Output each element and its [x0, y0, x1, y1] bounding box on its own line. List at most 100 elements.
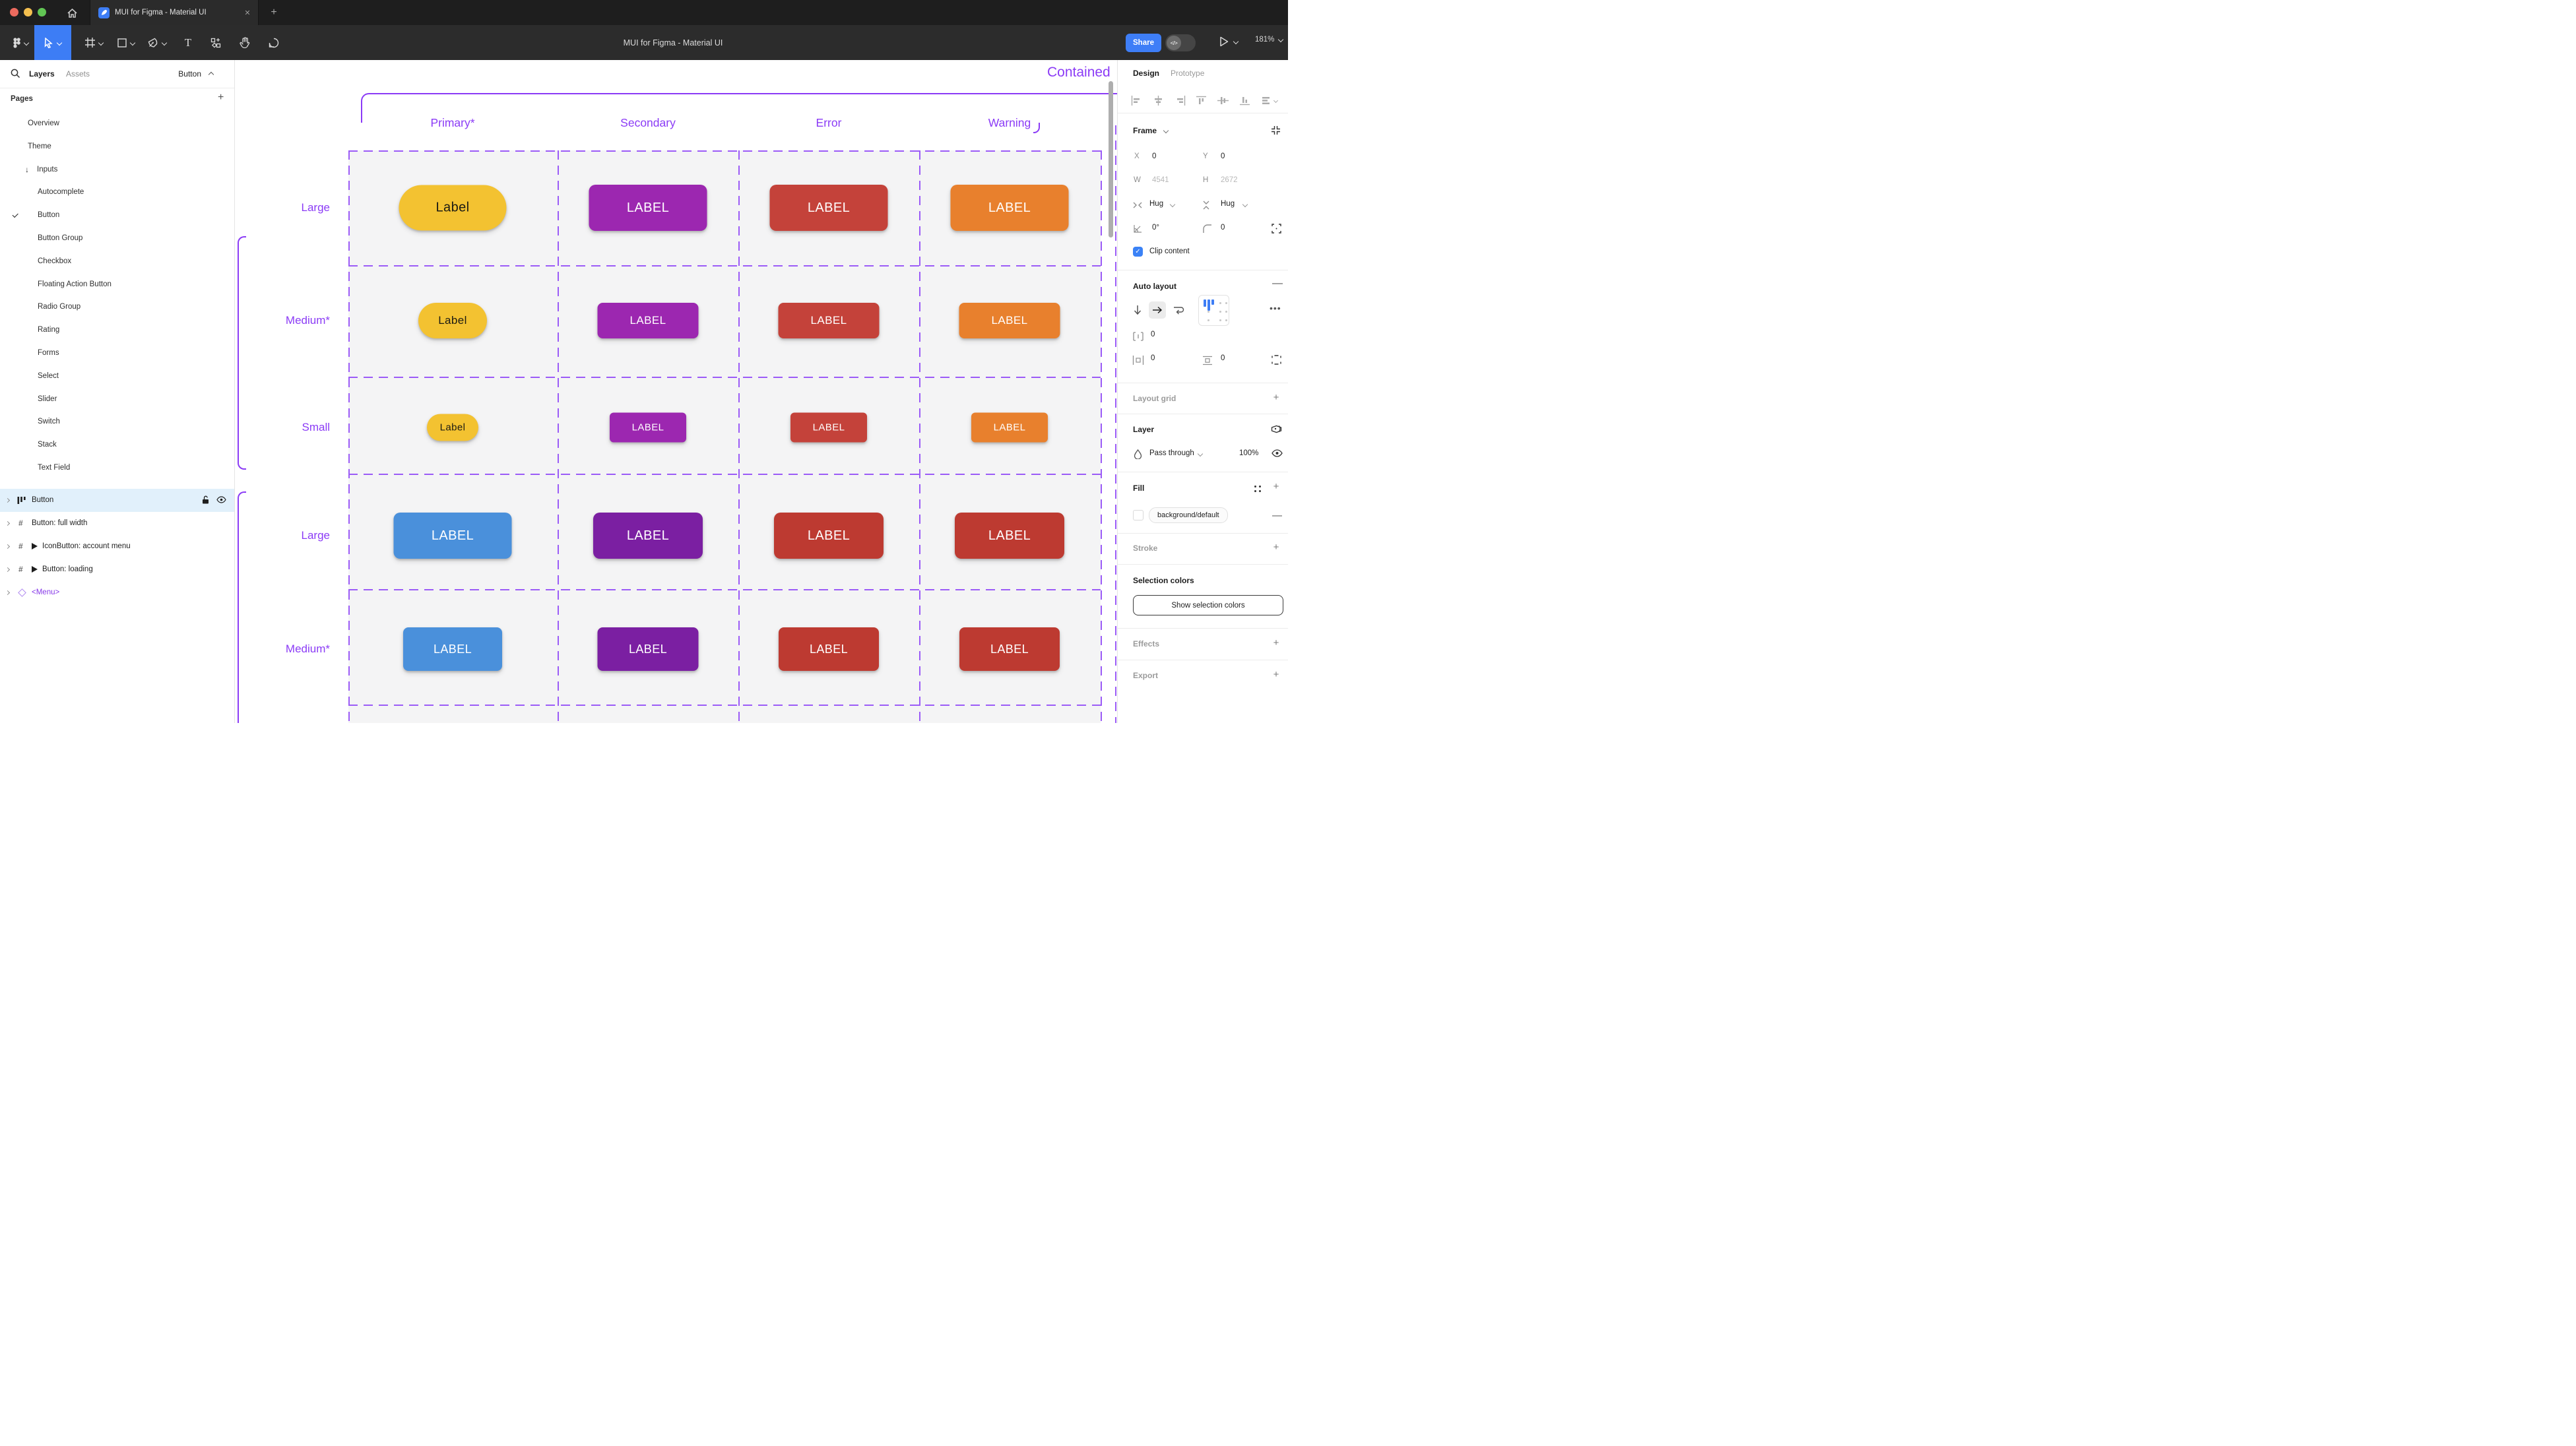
canvas-button-1-3[interactable]: LABEL	[959, 303, 1060, 338]
share-button[interactable]: Share	[1126, 34, 1161, 52]
tab-prototype[interactable]: Prototype	[1171, 69, 1205, 78]
canvas-button-1-0[interactable]: Label	[418, 303, 487, 338]
add-fill-button[interactable]: +	[1273, 481, 1279, 492]
sidebar-page-autocomplete[interactable]: Autocomplete	[0, 181, 234, 204]
main-menu-button[interactable]	[7, 25, 34, 60]
horizontal-sizing-value[interactable]: Hug	[1149, 200, 1164, 208]
hand-tool-button[interactable]	[235, 25, 255, 60]
layer-row-button-full-width[interactable]: #Button: full width	[0, 512, 234, 535]
x-value[interactable]: 0	[1152, 152, 1157, 160]
auto-layout-alignment-pad[interactable]	[1198, 295, 1229, 326]
vertical-padding-value[interactable]: 0	[1221, 354, 1225, 362]
vertical-sizing-value[interactable]: Hug	[1221, 200, 1235, 208]
align-horizontal-center-icon[interactable]	[1153, 95, 1164, 106]
comment-tool-button[interactable]	[264, 25, 284, 60]
canvas-button-0-0[interactable]: Label	[399, 185, 507, 231]
align-top-icon[interactable]	[1196, 96, 1207, 106]
styles-icon[interactable]	[1254, 485, 1262, 493]
unlock-icon[interactable]	[202, 495, 209, 504]
zoom-menu-button[interactable]: 181%	[1255, 36, 1284, 44]
text-tool-button[interactable]: T	[179, 25, 197, 60]
canvas-button-3-1[interactable]: LABEL	[593, 513, 703, 559]
wrap-icon[interactable]	[1173, 305, 1184, 315]
minimize-window-button[interactable]	[24, 8, 32, 16]
pen-tool-button[interactable]	[144, 25, 170, 60]
independent-padding-icon[interactable]	[1272, 355, 1281, 365]
sidebar-page-checkbox[interactable]: Checkbox	[0, 251, 234, 274]
dev-mode-toggle[interactable]: </>	[1165, 34, 1196, 51]
opacity-value[interactable]: 100%	[1239, 449, 1259, 457]
independent-corners-icon[interactable]	[1272, 224, 1281, 234]
canvas-button-3-0[interactable]: LABEL	[393, 513, 512, 559]
corner-radius-value[interactable]: 0	[1221, 224, 1225, 232]
canvas-vertical-scrollbar[interactable]	[1109, 81, 1113, 237]
file-tab[interactable]: MUI for Figma - Material UI ✕	[90, 0, 259, 25]
remove-fill-button[interactable]: —	[1272, 510, 1282, 521]
sidebar-page-slider[interactable]: Slider	[0, 389, 234, 412]
align-left-icon[interactable]	[1131, 95, 1142, 106]
sidebar-page-overview[interactable]: Overview	[0, 113, 234, 136]
expand-chevron-icon[interactable]	[5, 590, 11, 596]
blend-mode-icon[interactable]	[1271, 424, 1282, 434]
clip-content-checkbox[interactable]: ✓	[1133, 247, 1143, 257]
canvas-button-3-2[interactable]: LABEL	[774, 513, 884, 559]
expand-chevron-icon[interactable]	[5, 520, 11, 526]
move-tool-button[interactable]	[34, 25, 71, 60]
sidebar-page-floating-action-button[interactable]: Floating Action Button	[0, 274, 234, 297]
canvas-button-0-1[interactable]: LABEL	[589, 185, 707, 231]
expand-chevron-icon[interactable]	[5, 567, 11, 573]
layer-row--menu-[interactable]: <Menu>	[0, 581, 234, 604]
canvas-button-2-2[interactable]: LABEL	[790, 412, 867, 443]
resources-tool-button[interactable]	[206, 25, 226, 60]
canvas-button-4-2[interactable]: LABEL	[779, 627, 879, 671]
canvas-button-1-1[interactable]: LABEL	[597, 303, 699, 338]
add-page-button[interactable]: +	[218, 92, 224, 103]
expand-chevron-icon[interactable]	[5, 544, 11, 550]
close-window-button[interactable]	[10, 8, 18, 16]
sidebar-page-switch[interactable]: Switch	[0, 411, 234, 434]
add-stroke-button[interactable]: +	[1273, 542, 1279, 553]
expand-chevron-icon[interactable]	[5, 497, 11, 503]
sidebar-page-forms[interactable]: Forms	[0, 342, 234, 365]
align-vertical-center-icon[interactable]	[1217, 96, 1229, 106]
distribute-menu-button[interactable]	[1261, 96, 1279, 106]
direction-right-button[interactable]	[1149, 301, 1166, 319]
horizontal-padding-value[interactable]: 0	[1151, 354, 1155, 362]
sidebar-page-rating[interactable]: Rating	[0, 319, 234, 342]
sidebar-page-theme[interactable]: Theme	[0, 136, 234, 159]
shape-tool-button[interactable]	[113, 25, 139, 60]
shrink-frame-icon[interactable]	[1271, 125, 1281, 135]
canvas-button-0-2[interactable]: LABEL	[769, 185, 888, 231]
sidebar-page-text-field[interactable]: Text Field	[0, 457, 234, 480]
auto-layout-options-button[interactable]: •••	[1270, 303, 1281, 313]
present-button[interactable]	[1219, 36, 1239, 47]
sidebar-page-button[interactable]: Button	[0, 204, 234, 228]
page-selector[interactable]: Button	[178, 69, 201, 79]
add-export-button[interactable]: +	[1273, 669, 1279, 680]
canvas-button-3-3[interactable]: LABEL	[955, 513, 1064, 559]
fill-color-swatch[interactable]	[1133, 510, 1143, 520]
canvas-button-2-1[interactable]: LABEL	[610, 412, 686, 443]
canvas-button-1-2[interactable]: LABEL	[778, 303, 880, 338]
canvas-button-4-0[interactable]: LABEL	[403, 627, 502, 671]
y-value[interactable]: 0	[1221, 152, 1225, 160]
sidebar-page-select[interactable]: Select	[0, 365, 234, 389]
tab-close-icon[interactable]: ✕	[244, 9, 251, 17]
fill-style-pill[interactable]: background/default	[1149, 507, 1228, 523]
tab-design[interactable]: Design	[1133, 69, 1160, 78]
sidebar-page-stack[interactable]: Stack	[0, 434, 234, 457]
tab-assets[interactable]: Assets	[66, 69, 90, 79]
frame-tool-button[interactable]	[80, 25, 107, 60]
eye-icon[interactable]	[216, 496, 226, 503]
tab-layers[interactable]: Layers	[29, 69, 55, 79]
align-bottom-icon[interactable]	[1239, 96, 1250, 106]
search-icon[interactable]	[11, 69, 20, 79]
sidebar-page-inputs[interactable]: ↓Inputs	[0, 159, 234, 182]
eye-icon[interactable]	[1272, 449, 1283, 457]
align-right-icon[interactable]	[1175, 95, 1186, 106]
blend-mode-value[interactable]: Pass through	[1149, 449, 1194, 457]
layer-row-button[interactable]: Button	[0, 489, 234, 512]
h-value[interactable]: 2672	[1221, 176, 1238, 184]
canvas-button-2-3[interactable]: LABEL	[971, 412, 1048, 443]
